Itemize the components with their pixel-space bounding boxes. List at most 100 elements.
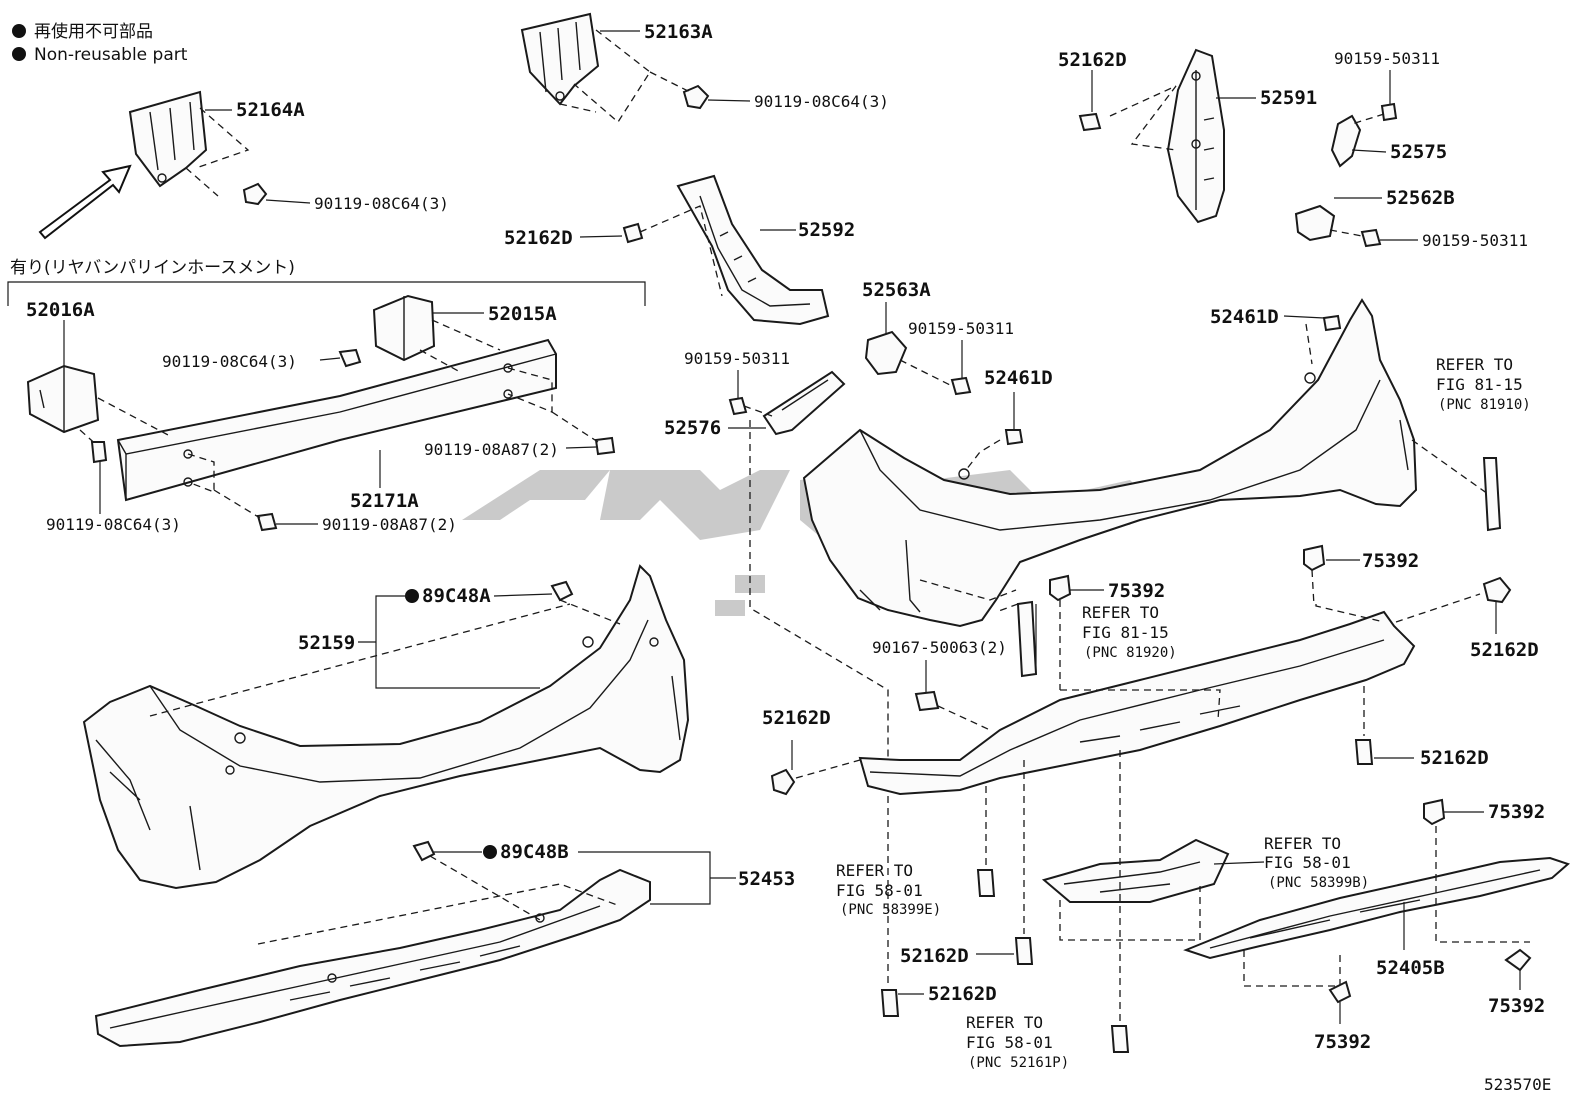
clip-icon bbox=[976, 760, 1034, 965]
lower-spoiler-left bbox=[94, 855, 651, 1048]
bolt-icon bbox=[649, 71, 751, 110]
clip-icon bbox=[1283, 314, 1342, 365]
clip-icon bbox=[965, 392, 1024, 471]
part-number-75392-a: 75392 bbox=[1362, 550, 1419, 572]
retainer-52592 bbox=[639, 174, 830, 326]
retainer-75392-icon bbox=[1328, 980, 1352, 1024]
part-number-52563A: 52563A bbox=[862, 279, 931, 301]
part-number-90119-08C64-top: 90119-08C64(3) bbox=[754, 92, 889, 111]
part-number-52159: 52159 bbox=[298, 632, 355, 654]
part-number-52575: 52575 bbox=[1390, 141, 1447, 163]
under-cover-plate bbox=[1041, 838, 1265, 941]
clip-icon bbox=[1078, 112, 1102, 132]
group-bracket bbox=[7, 281, 646, 306]
refer-line-1: REFER TO bbox=[1264, 834, 1341, 853]
refer-line-2: FIG 58-01 bbox=[836, 881, 923, 900]
part-number-90159-50311-b: 90159-50311 bbox=[1422, 231, 1528, 250]
refer-52161P: REFER TO FIG 58-01 (PNC 52161P) bbox=[966, 1013, 1069, 1071]
bolt-icon bbox=[1351, 70, 1398, 125]
bolt-icon bbox=[728, 370, 748, 416]
part-number-90119-08A87-a: 90119-08A87(2) bbox=[424, 440, 559, 459]
part-number-89C48A: 89C48A bbox=[422, 585, 491, 607]
group-label: 有り(リヤバンパリインホースメント) bbox=[10, 258, 295, 278]
clip-icon bbox=[770, 740, 861, 796]
part-number-52162D-b: 52162D bbox=[504, 227, 573, 249]
clip-icon bbox=[880, 796, 924, 1017]
part-number-52591: 52591 bbox=[1260, 87, 1317, 109]
diffuser-52405B bbox=[1183, 826, 1570, 987]
part-number-52162D-g: 52162D bbox=[928, 983, 997, 1005]
part-number-52015A: 52015A bbox=[488, 303, 557, 325]
bolt-icon bbox=[1360, 228, 1418, 248]
bolt-icon bbox=[551, 411, 616, 456]
refer-line-3: (PNC 58399E) bbox=[840, 902, 941, 918]
clip-icon bbox=[1354, 686, 1414, 765]
part-number-52405B: 52405B bbox=[1376, 957, 1445, 979]
retainer-75392-icon bbox=[1049, 574, 1104, 690]
refer-58399B: REFER TO FIG 58-01 (PNC 58399B) bbox=[1264, 834, 1369, 891]
bumper-cover-right bbox=[802, 298, 1418, 628]
refer-line-3: (PNC 58399B) bbox=[1268, 875, 1369, 891]
non-reusable-dot-icon bbox=[483, 845, 497, 859]
part-number-90119-08C64-left: 90119-08C64(3) bbox=[314, 194, 449, 213]
legend-en: Non-reusable part bbox=[34, 45, 188, 65]
bolt-icon bbox=[242, 182, 311, 206]
bracket-52563A bbox=[864, 302, 953, 387]
part-number-52162D-e: 52162D bbox=[1420, 747, 1489, 769]
part-number-90119-08C64-low: 90119-08C64(3) bbox=[46, 515, 181, 534]
refer-81910: REFER TO FIG 81-15 (PNC 81910) bbox=[1436, 355, 1531, 413]
part-number-52562B: 52562B bbox=[1386, 187, 1455, 209]
part-number-90119-08C64-mid: 90119-08C64(3) bbox=[162, 352, 297, 371]
bumper-cover-left bbox=[82, 564, 690, 890]
bracket-52576 bbox=[728, 370, 846, 436]
non-reusable-dot-icon bbox=[405, 589, 419, 603]
clip-icon bbox=[579, 222, 644, 244]
part-number-52164A: 52164A bbox=[236, 99, 305, 121]
part-number-52016A: 52016A bbox=[26, 299, 95, 321]
diagram-id: 523570E bbox=[1484, 1075, 1551, 1094]
part-number-52461D-b: 52461D bbox=[984, 367, 1053, 389]
non-reusable-dot-icon bbox=[12, 47, 26, 61]
bolt-icon bbox=[90, 441, 108, 514]
retainer-75392-icon bbox=[1303, 544, 1360, 607]
refer-81920: REFER TO FIG 81-15 (PNC 81920) bbox=[1082, 603, 1177, 661]
assembly-guide-line bbox=[749, 420, 889, 760]
part-number-52592: 52592 bbox=[798, 219, 855, 241]
part-number-90159-50311-d: 90159-50311 bbox=[684, 349, 790, 368]
refer-line-1: REFER TO bbox=[836, 861, 913, 880]
part-number-52453: 52453 bbox=[738, 868, 795, 890]
part-number-90167-50063: 90167-50063(2) bbox=[872, 638, 1007, 657]
part-number-52162D-d: 52162D bbox=[762, 707, 831, 729]
legend-jp: 再使用不可部品 bbox=[34, 21, 153, 42]
refer-line-2: FIG 81-15 bbox=[1436, 375, 1523, 394]
part-number-75392-e: 75392 bbox=[1488, 995, 1545, 1017]
bracket-52164A bbox=[128, 90, 250, 197]
part-number-52162D-f: 52162D bbox=[900, 945, 969, 967]
part-number-52171A: 52171A bbox=[350, 490, 419, 512]
refer-58399E: REFER TO FIG 58-01 (PNC 58399E) bbox=[836, 861, 941, 918]
part-number-75392-d: 75392 bbox=[1314, 1031, 1371, 1053]
bolt-icon bbox=[319, 348, 362, 368]
refer-line-3: (PNC 52161P) bbox=[968, 1055, 1069, 1071]
bracket-52562B bbox=[1294, 197, 1382, 242]
part-number-52461D-a: 52461D bbox=[1210, 306, 1279, 328]
lower-spoiler-right bbox=[858, 604, 1416, 796]
part-number-90159-50311-c: 90159-50311 bbox=[908, 319, 1014, 338]
refer-line-1: REFER TO bbox=[966, 1013, 1043, 1032]
reflector-center bbox=[995, 600, 1038, 678]
view-direction-arrow-icon bbox=[38, 164, 132, 240]
refer-line-2: FIG 58-01 bbox=[1264, 853, 1351, 872]
clip-icon bbox=[976, 786, 996, 897]
bolt-icon bbox=[950, 340, 972, 396]
bracket-52163A bbox=[520, 12, 651, 123]
part-number-52162D-top-right: 52162D bbox=[1470, 639, 1539, 661]
clip-icon bbox=[1395, 576, 1512, 634]
refer-line-3: (PNC 81920) bbox=[1084, 645, 1177, 661]
refer-line-3: (PNC 81910) bbox=[1438, 397, 1531, 413]
part-number-90119-08A87-b: 90119-08A87(2) bbox=[322, 515, 457, 534]
non-reusable-dot-icon bbox=[12, 24, 26, 38]
refer-line-2: FIG 58-01 bbox=[966, 1033, 1053, 1052]
reflector-right bbox=[1411, 439, 1502, 532]
